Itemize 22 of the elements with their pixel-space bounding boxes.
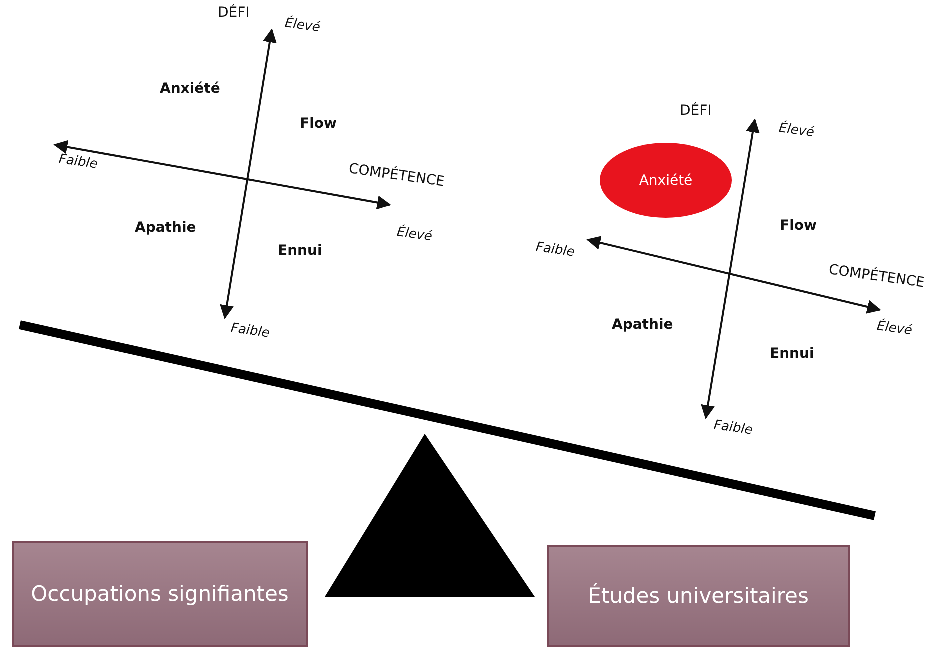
axis-title: COMPÉTENCE <box>348 162 446 190</box>
axis-level-label: Faible <box>58 153 99 172</box>
label-box: Occupations signifiantes <box>12 541 308 647</box>
quadrant-label: Ennui <box>278 244 322 258</box>
quadrant-label: Apathie <box>612 318 674 332</box>
axis-level-label: Faible <box>535 241 576 260</box>
axis-level-label: Élevé <box>778 122 816 140</box>
quadrant-label: Anxiété <box>160 82 220 96</box>
axis-title: DÉFI <box>680 104 712 118</box>
axis-title: COMPÉTENCE <box>828 263 926 290</box>
quadrant-label: Ennui <box>770 347 814 361</box>
axis-level-label: Élevé <box>284 17 322 35</box>
highlight-ellipse: Anxiété <box>600 143 732 218</box>
quadrant-label: Flow <box>300 117 337 131</box>
axis-level-label: Faible <box>713 419 754 438</box>
axis-level-label: Élevé <box>396 226 434 244</box>
axis-level-label: Faible <box>230 322 271 340</box>
axis-level-label: Élevé <box>876 320 914 338</box>
quadrant-label: Flow <box>780 219 817 233</box>
axis-title: DÉFI <box>218 6 250 20</box>
label-box: Études universitaires <box>547 545 850 647</box>
quadrant-label: Apathie <box>135 221 196 235</box>
